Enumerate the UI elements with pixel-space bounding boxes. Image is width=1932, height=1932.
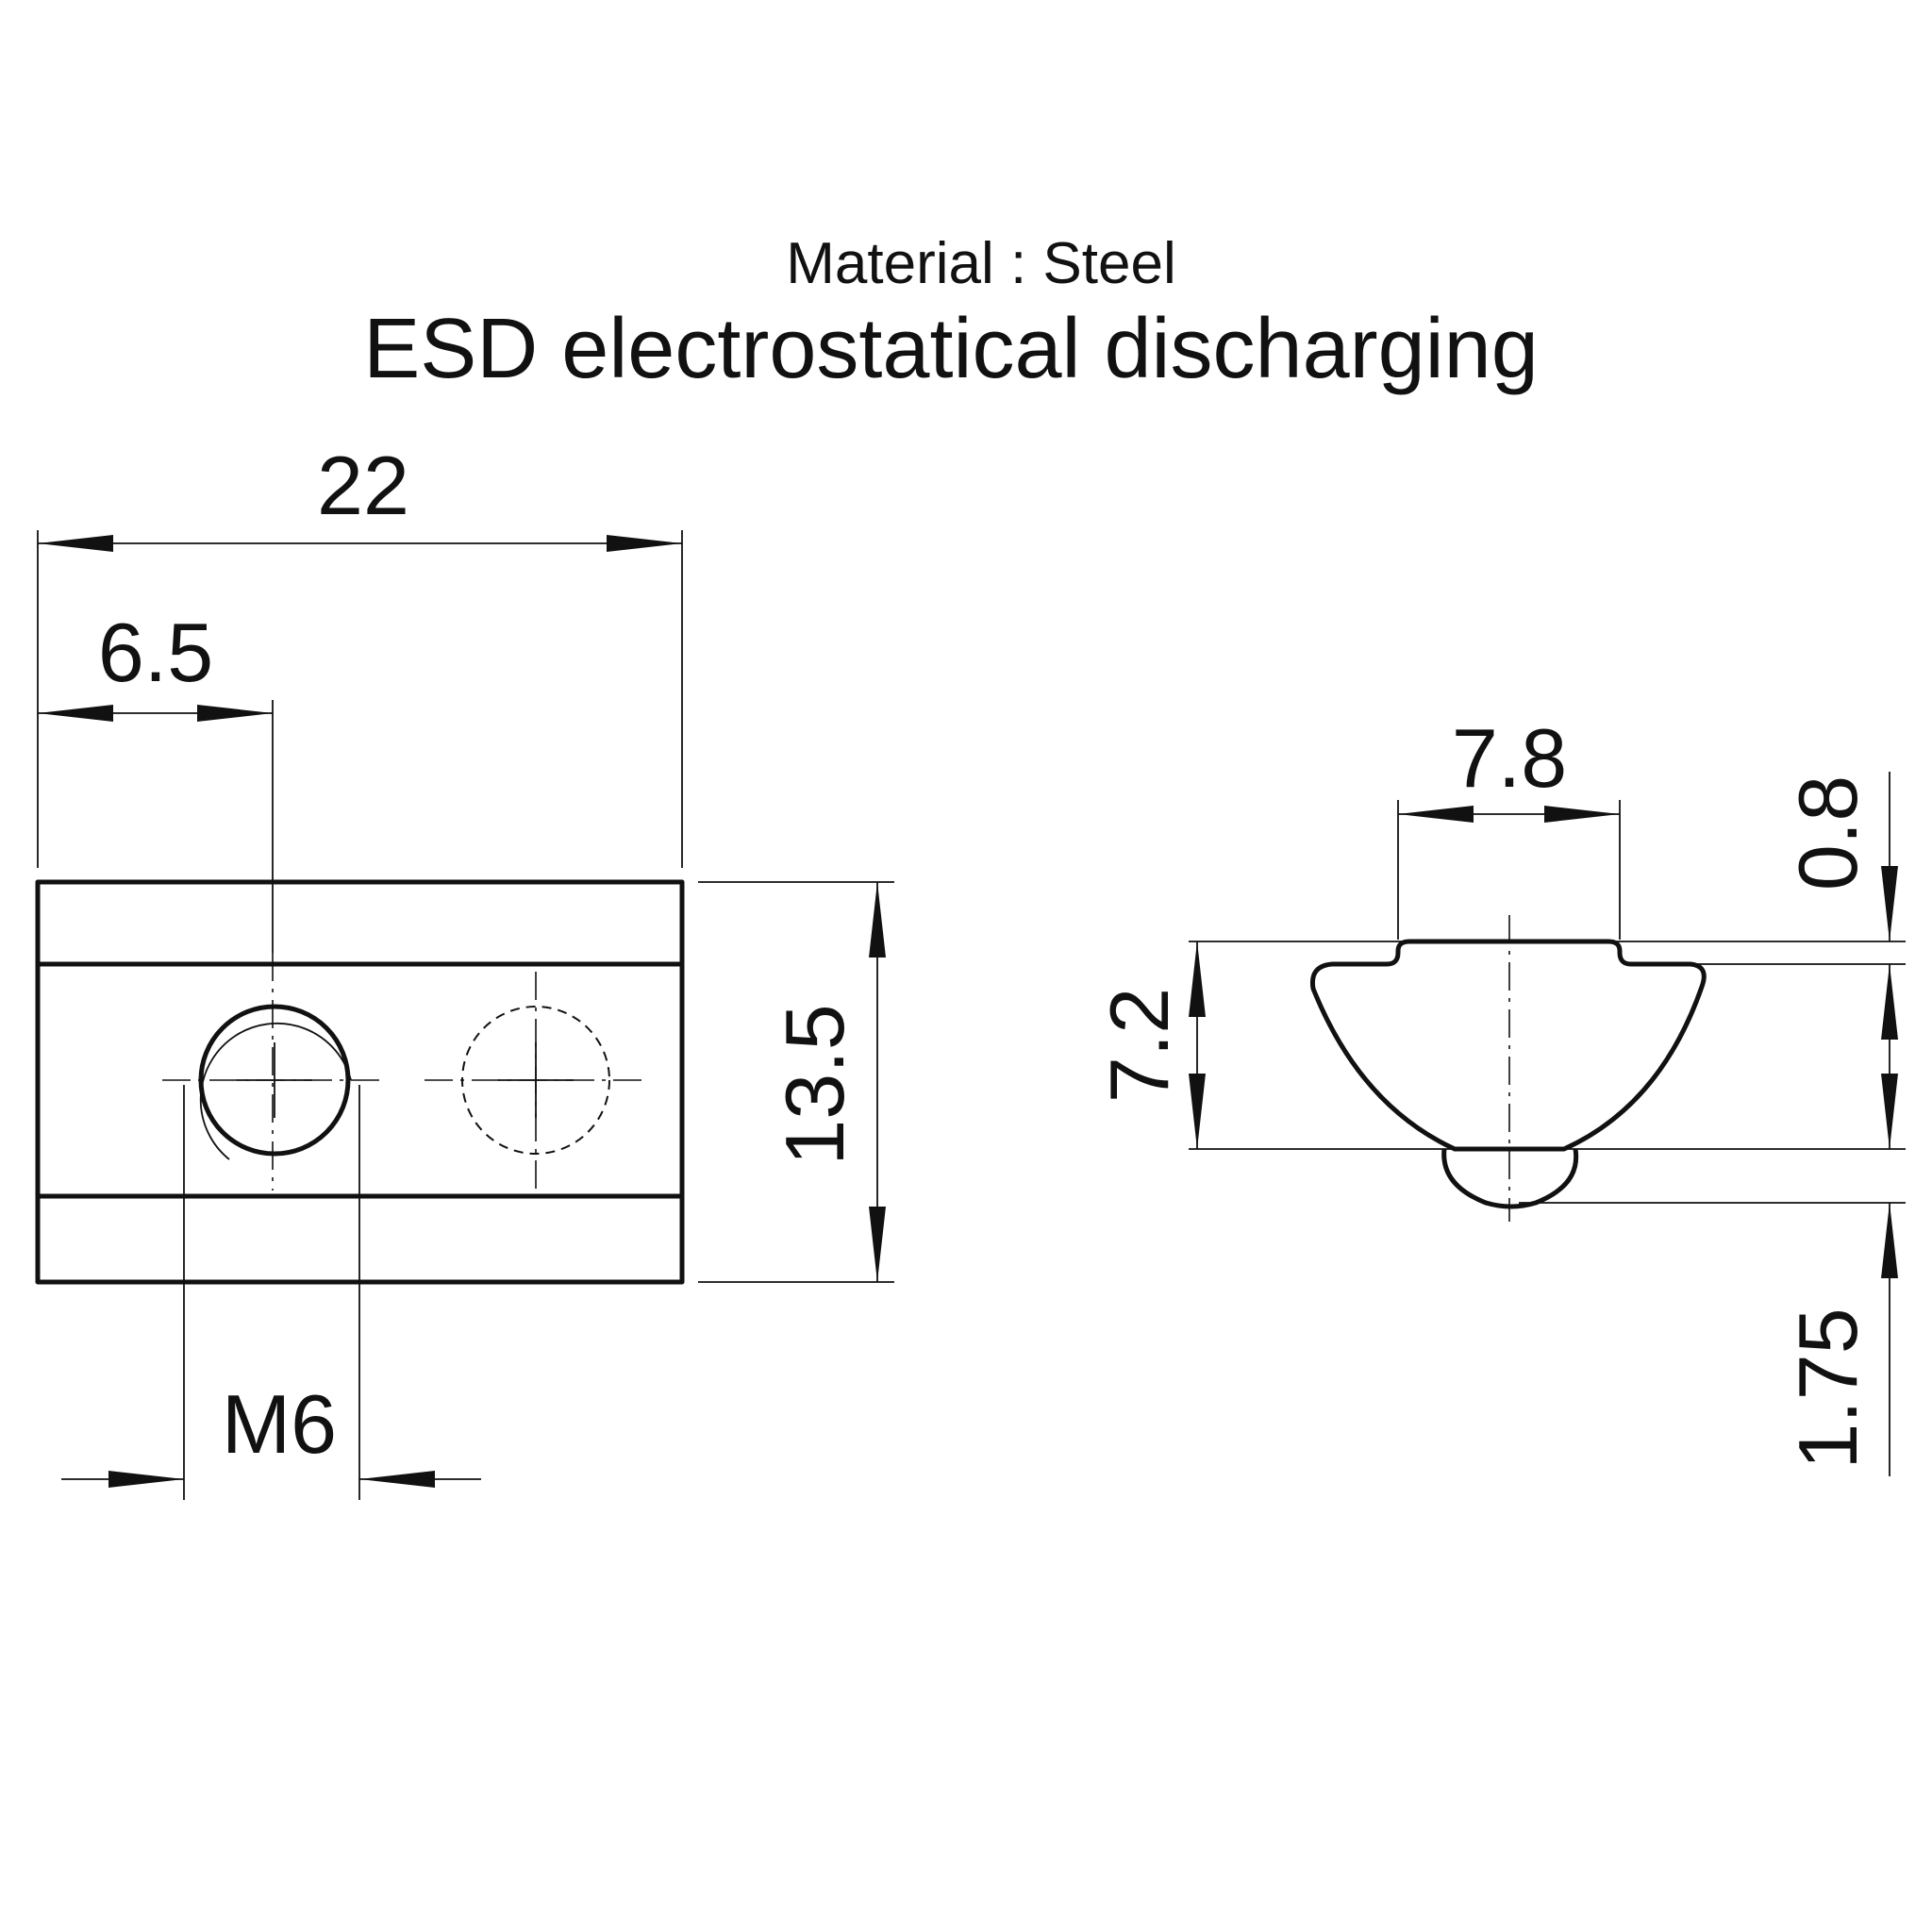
dim-spring-height: 1.75 [1781,1307,1874,1469]
dim-thread: M6 [222,1377,337,1471]
dim-body-height: 7.2 [1092,988,1186,1103]
front-view: 22 6.5 13.5 M6 [35,439,894,1500]
thread-major-arc [199,1022,352,1160]
side-view: 7.8 7.2 0.8 1.75 [1092,711,1906,1476]
material-label: Material : Steel [786,231,1176,296]
dim-height: 13.5 [768,1004,861,1165]
dim-overall-width: 22 [317,439,409,532]
spring-ball [1441,1148,1579,1209]
dim-top-step: 0.8 [1781,775,1874,891]
dim-hole-offset: 6.5 [98,606,213,699]
side-profile-outline [1309,939,1707,1152]
subtitle-label: ESD electrostatical discharging [363,302,1539,396]
dim-top-width: 7.8 [1452,711,1567,805]
